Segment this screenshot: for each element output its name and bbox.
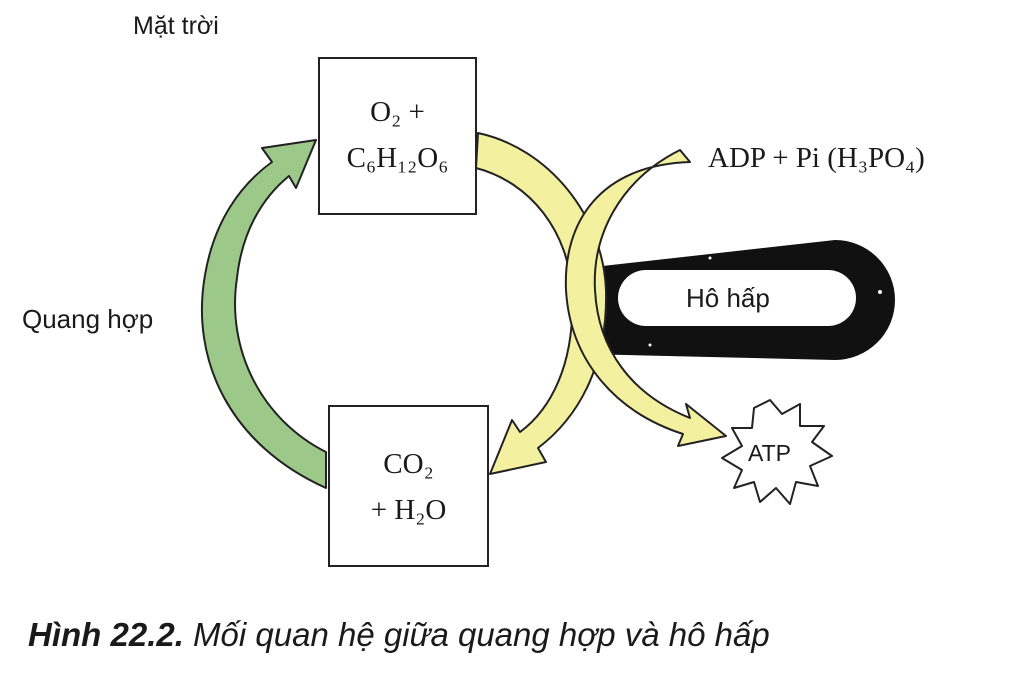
box-top-line1: O₂ + (370, 96, 425, 128)
label-adp-pi: ADP + Pi (H₃PO₄) (708, 142, 925, 174)
green-arrow-photosynthesis (200, 139, 327, 489)
yellow-arrow-to-atp (564, 149, 727, 447)
box-co2-water: CO₂ + H₂O (328, 405, 489, 567)
label-respiration: Hô hấp (686, 283, 770, 313)
caption-text: Mối quan hệ giữa quang hợp và hô hấp (183, 616, 770, 653)
box-bottom-line2: + H₂O (370, 494, 447, 526)
box-bottom-line1: CO₂ (383, 448, 434, 480)
caption-number: Hình 22.2. (28, 616, 184, 653)
label-atp: ATP (748, 440, 792, 466)
figure-caption: Hình 22.2. Mối quan hệ giữa quang hợp và… (28, 616, 770, 654)
box-top-line2: C₆H₁₂O₆ (346, 142, 449, 174)
atp-starburst (721, 399, 833, 505)
box-o2-glucose: O₂ + C₆H₁₂O₆ (318, 57, 477, 215)
label-photosynthesis: Quang hợp (22, 304, 154, 334)
label-sun: Mặt trời (133, 12, 219, 40)
respiration-band (583, 239, 895, 361)
